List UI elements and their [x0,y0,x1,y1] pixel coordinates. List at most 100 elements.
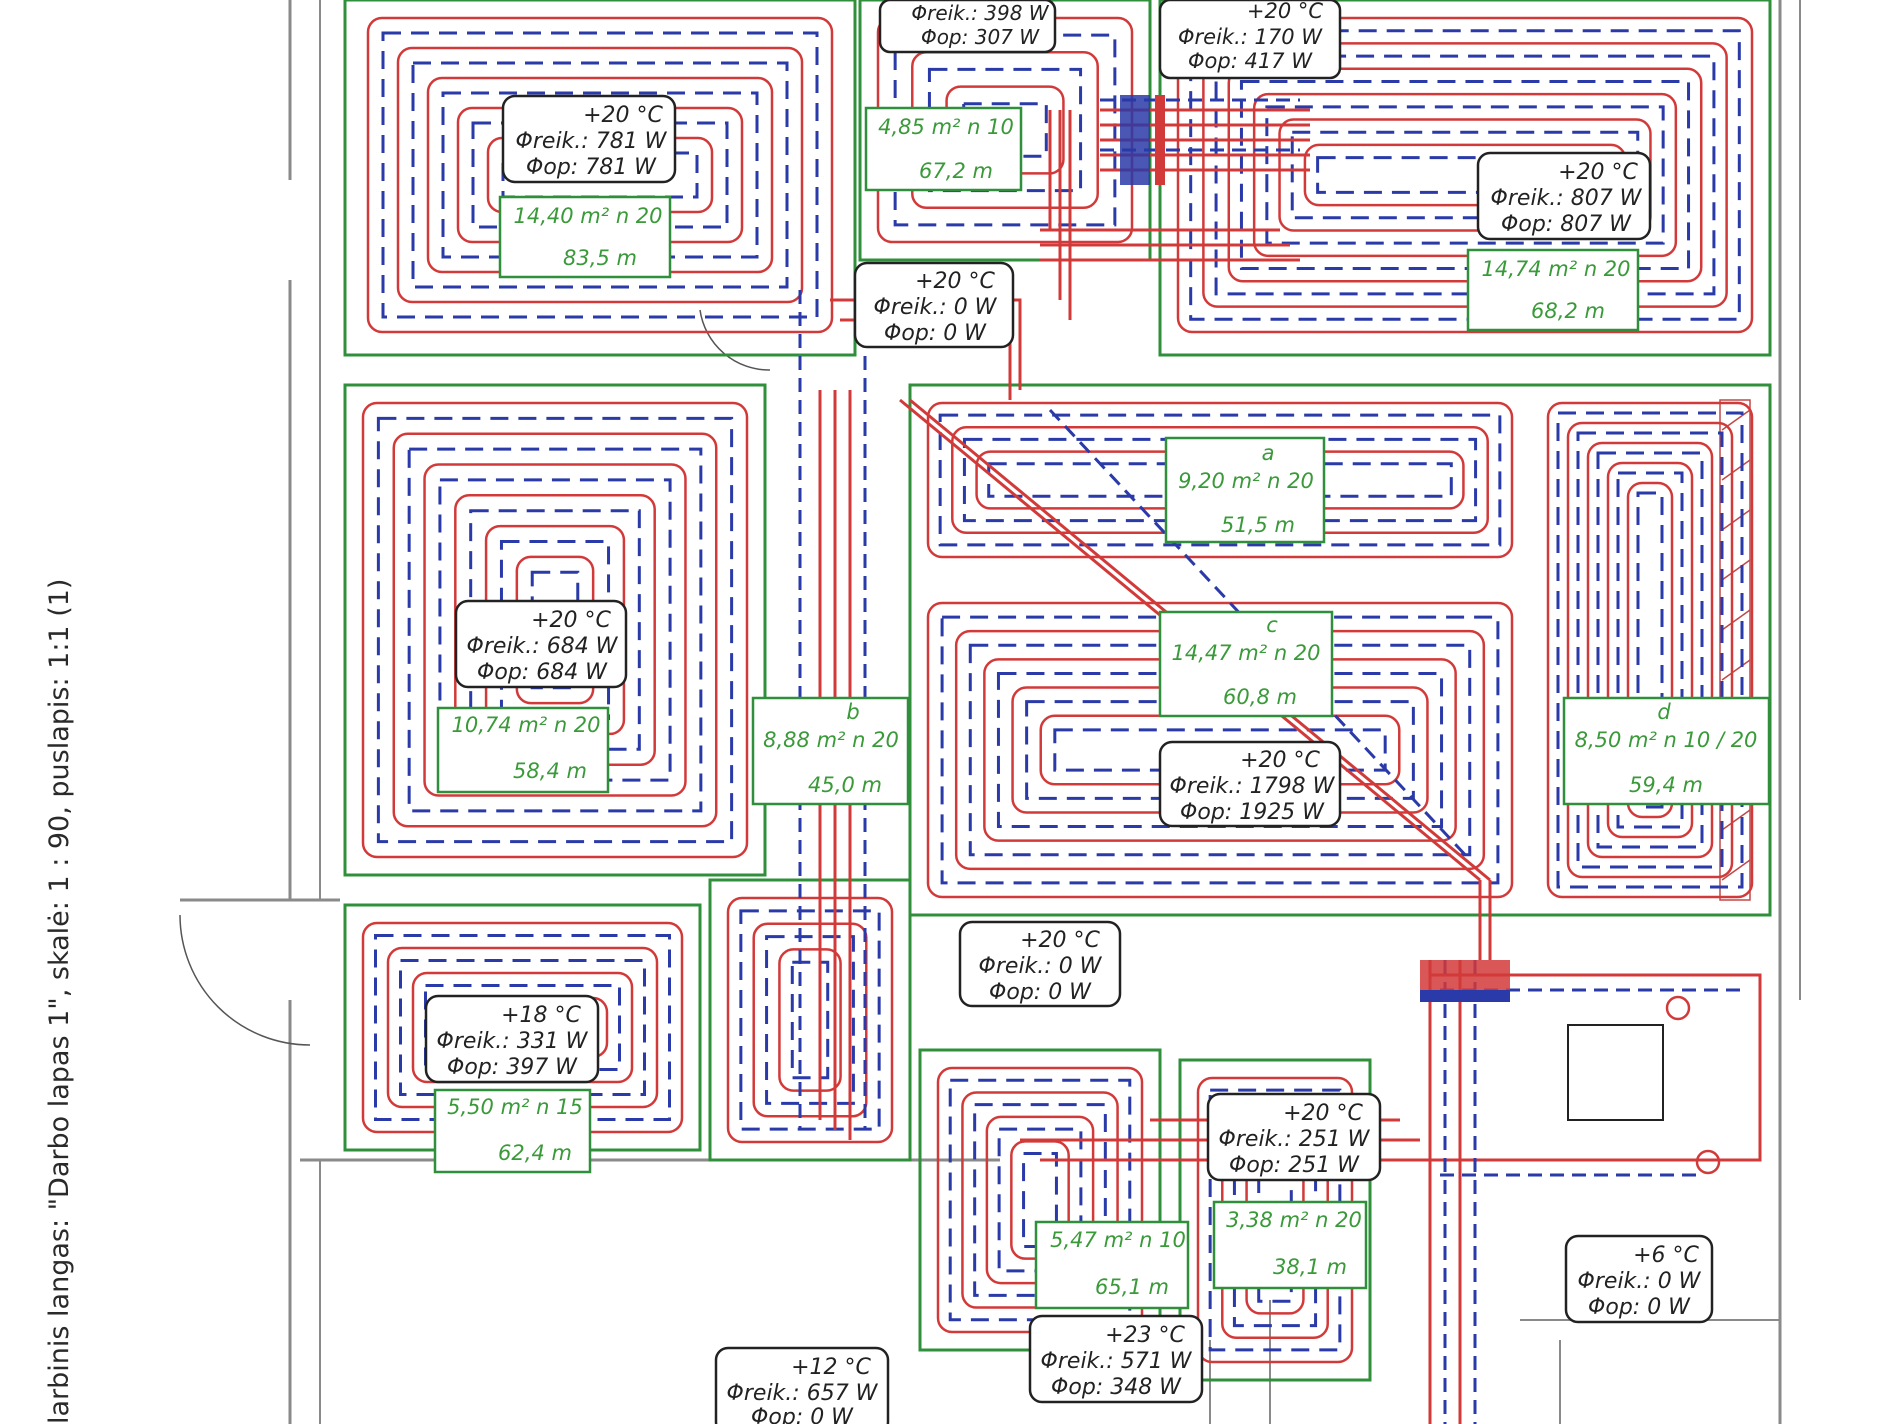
heat-label-qdel: Φop: 307 W [921,25,1040,49]
door-swing [179,914,311,1046]
heating-loop-supply [1252,92,1678,258]
heat-label-qreq: Φreik.: 251 W [1219,1127,1371,1152]
heat-label-qdel: Φop: 417 W [1188,49,1313,73]
heat-label-temp: +12 °C [791,1355,871,1380]
area-label-area: 10,74 m² n 20 [451,713,600,737]
heating-loop-return [973,1103,1107,1297]
heating-loop-return [893,33,1117,227]
heat-label-qdel: Φop: 0 W [751,1405,854,1424]
heat-label-box: +20 °C Φreik.: 0 W Φop: 0 W [853,261,1015,349]
heat-label-box: +20 °C Φreik.: 781 W Φop: 781 W [501,94,677,184]
heat-label-box: +12 °C Φreik.: 657 W Φop: 0 W [714,1346,890,1424]
heat-label-temp: +20 °C [583,103,663,128]
heating-loop-return [968,643,1472,857]
heating-loop-return [1576,431,1724,869]
area-label-length: 62,4 m [498,1141,572,1165]
heating-loop-return [1239,79,1691,271]
heating-loop-supply [396,46,804,304]
heat-label-qdel: Φop: 348 W [1051,1375,1182,1400]
heating-loop-supply [1566,421,1734,879]
heat-label-qdel: Φop: 397 W [447,1055,578,1080]
heating-loop-return [1290,130,1640,220]
heat-label-box: +20 °C Φreik.: 251 W Φop: 251 W [1206,1092,1382,1182]
heat-label-qreq: Φreik.: 781 W [516,129,668,154]
area-label-letter: a [1262,441,1275,465]
heat-label-box: Φreik.: 398 W Φop: 307 W [878,0,1057,54]
heating-loop-supply [1546,401,1754,899]
area-label-length: 38,1 m [1273,1255,1347,1279]
heat-label-temp: +20 °C [1558,160,1638,185]
heat-label-qdel: Φop: 684 W [477,660,608,685]
heating-loop-supply [1586,441,1714,859]
area-label-box: 10,74 m² n 20 58,4 m [436,706,610,794]
manifold-upper [1120,95,1165,185]
area-label-box: 14,74 m² n 20 68,2 m [1466,248,1640,332]
heating-loop-supply [423,463,687,797]
heating-loop-supply [1606,461,1694,839]
heating-loop-return [1214,54,1716,296]
heat-label-temp: +20 °C [1247,0,1323,23]
area-label-length: 83,5 m [563,246,637,270]
heating-loop-return [938,413,1502,547]
heat-label-qreq: Φreik.: 1798 W [1170,774,1336,799]
area-label-area: 14,74 m² n 20 [1481,257,1630,281]
heating-loop-return [1596,451,1704,849]
heat-label-qreq: Φreik.: 0 W [874,295,998,320]
area-label-length: 51,5 m [1221,513,1295,537]
heat-label-temp: +20 °C [1240,748,1320,773]
heating-loop-return [1636,491,1664,809]
area-label-area: 4,85 m² n 10 [878,115,1014,139]
loop-area-labels: 4,85 m² n 10 67,2 m 14,40 m² n 20 83,5 m… [433,106,1771,1310]
area-label-area: 14,40 m² n 20 [513,204,662,228]
heat-label-box: +20 °C Φreik.: 1798 W Φop: 1925 W [1158,740,1342,828]
area-label-length: 67,2 m [919,159,993,183]
heat-label-box: +20 °C Φreik.: 684 W Φop: 684 W [454,599,628,689]
area-label-area: 8,50 m² n 10 / 20 [1575,728,1758,752]
area-label-length: 45,0 m [808,773,882,797]
area-label-area: 5,47 m² n 10 [1050,1228,1186,1252]
heating-loop-return [739,909,881,1131]
heat-label-box: +20 °C Φreik.: 807 W Φop: 807 W [1476,151,1652,241]
area-label-box: 5,50 m² n 15 62,4 m [433,1088,592,1174]
heat-label-temp: +20 °C [531,608,611,633]
heating-loop-return [441,91,759,259]
heating-loop-return [399,959,646,1096]
heat-label-temp: +23 °C [1105,1323,1185,1348]
heating-loop-supply [392,432,718,828]
heating-loop-supply [1202,42,1728,308]
heat-label-box: +20 °C Φreik.: 170 W Φop: 417 W [1158,0,1342,80]
heat-label-qreq: Φreik.: 170 W [1178,25,1323,49]
heat-label-temp: +20 °C [1020,928,1100,953]
area-label-box: d 8,50 m² n 10 / 20 59,4 m [1562,696,1771,806]
heating-loop-supply [361,401,749,859]
area-label-area: 3,38 m² n 20 [1226,1208,1362,1232]
area-label-area: 14,47 m² n 20 [1171,641,1320,665]
door-swing-2 [699,309,771,371]
area-label-length: 59,4 m [1629,773,1703,797]
heating-loop-return [407,447,703,813]
heating-loop-return [1265,105,1665,245]
area-label-letter: d [1657,700,1671,724]
area-label-letter: c [1266,613,1278,637]
heating-loop-supply [926,601,1514,899]
heating-loop-return [381,31,819,319]
area-label-length: 65,1 m [1095,1275,1169,1299]
heating-loop-supply [726,896,894,1144]
heat-label-box: +23 °C Φreik.: 571 W Φop: 348 W [1028,1314,1204,1404]
heat-load-labels: Φreik.: 398 W Φop: 307 W +20 °C Φreik.: … [424,0,1714,1424]
area-label-box: 14,40 m² n 20 83,5 m [498,195,672,279]
area-label-box: 4,85 m² n 10 67,2 m [864,106,1023,192]
heat-label-qreq: Φreik.: 331 W [437,1029,589,1054]
area-label-area: 9,20 m² n 20 [1178,469,1314,493]
area-label-box: b 8,88 m² n 20 45,0 m [751,696,910,806]
valve-symbols [1665,995,1721,1175]
heating-loop-return [376,416,734,844]
heat-label-qreq: Φreik.: 398 W [911,1,1049,25]
heat-label-qreq: Φreik.: 0 W [979,954,1103,979]
heat-label-qreq: Φreik.: 684 W [467,634,619,659]
heating-loop-return [790,960,830,1080]
heat-label-box: +20 °C Φreik.: 0 W Φop: 0 W [958,920,1122,1008]
heat-label-qreq: Φreik.: 657 W [727,1381,879,1406]
area-label-length: 58,4 m [513,759,587,783]
heat-label-qreq: Φreik.: 807 W [1491,186,1643,211]
